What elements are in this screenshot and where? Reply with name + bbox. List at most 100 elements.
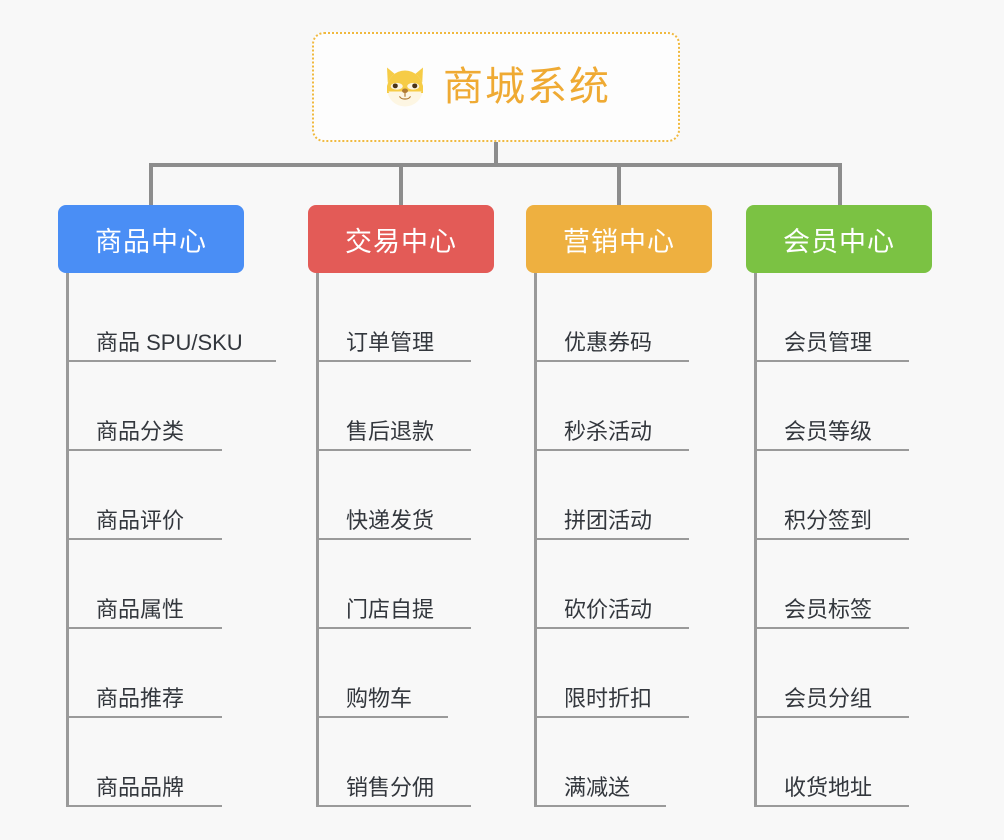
connector-drop-4 — [838, 163, 842, 207]
leaf-label: 会员管理 — [784, 329, 873, 355]
leaf-item[interactable]: 限时折扣 — [526, 629, 712, 718]
connector-drop-3 — [617, 163, 621, 207]
category-header-1[interactable]: 商品中心 — [58, 205, 244, 273]
leaf-item[interactable]: 收货地址 — [746, 718, 932, 807]
leaf-label: 订单管理 — [346, 329, 435, 355]
leaf-label: 收货地址 — [784, 774, 873, 800]
leaf-underline — [66, 805, 222, 807]
category-header-2[interactable]: 交易中心 — [308, 205, 494, 273]
leaf-label: 商品品牌 — [96, 774, 185, 800]
leaf-underline — [316, 449, 471, 451]
leaf-underline — [316, 538, 471, 540]
leaf-underline — [754, 538, 909, 540]
branch-column-2: 交易中心 订单管理 售后退款 快递发货 门店自提 购物车 — [308, 205, 494, 807]
leaf-underline — [534, 627, 689, 629]
leaf-list-1: 商品 SPU/SKU 商品分类 商品评价 商品属性 商品推荐 商品品牌 — [58, 273, 276, 807]
leaf-label: 拼团活动 — [564, 507, 653, 533]
leaf-label: 商品属性 — [96, 596, 185, 622]
leaf-label: 会员分组 — [784, 685, 873, 711]
leaf-underline — [316, 360, 471, 362]
leaf-underline — [534, 449, 689, 451]
category-title-1: 商品中心 — [95, 226, 207, 257]
leaf-underline — [754, 449, 909, 451]
branch-spine-4 — [754, 273, 757, 807]
leaf-item[interactable]: 售后退款 — [308, 362, 494, 451]
leaf-label: 优惠券码 — [564, 329, 653, 355]
connector-drop-2 — [399, 163, 403, 207]
leaf-label: 砍价活动 — [564, 596, 653, 622]
leaf-label: 销售分佣 — [346, 774, 435, 800]
category-title-3: 营销中心 — [563, 226, 675, 257]
root-node[interactable]: 商城系统 — [312, 32, 680, 142]
branch-column-1: 商品中心 商品 SPU/SKU 商品分类 商品评价 商品属性 商品推荐 — [58, 205, 276, 807]
leaf-item[interactable]: 会员管理 — [746, 273, 932, 362]
leaf-underline — [316, 627, 471, 629]
category-header-4[interactable]: 会员中心 — [746, 205, 932, 273]
leaf-item[interactable]: 商品分类 — [58, 362, 244, 451]
branch-spine-1 — [66, 273, 69, 807]
branch-column-3: 营销中心 优惠券码 秒杀活动 拼团活动 砍价活动 限时折扣 — [526, 205, 712, 807]
leaf-label: 商品推荐 — [96, 685, 185, 711]
leaf-underline — [754, 716, 909, 718]
leaf-item[interactable]: 积分签到 — [746, 451, 932, 540]
leaf-underline — [66, 538, 222, 540]
connector-root-stem — [494, 142, 498, 165]
leaf-list-3: 优惠券码 秒杀活动 拼团活动 砍价活动 限时折扣 满减送 — [526, 273, 712, 807]
leaf-underline — [754, 805, 909, 807]
leaf-item[interactable]: 砍价活动 — [526, 540, 712, 629]
leaf-underline — [534, 805, 666, 807]
leaf-label: 商品 SPU/SKU — [96, 329, 243, 355]
leaf-label: 商品评价 — [96, 507, 185, 533]
leaf-item[interactable]: 门店自提 — [308, 540, 494, 629]
leaf-underline — [754, 360, 909, 362]
leaf-label: 秒杀活动 — [564, 418, 653, 444]
leaf-underline — [66, 449, 222, 451]
leaf-underline — [66, 627, 222, 629]
leaf-underline — [534, 716, 689, 718]
category-title-2: 交易中心 — [345, 226, 457, 257]
leaf-underline — [316, 805, 471, 807]
leaf-underline — [66, 716, 222, 718]
leaf-label: 售后退款 — [346, 418, 435, 444]
leaf-item[interactable]: 优惠券码 — [526, 273, 712, 362]
leaf-label: 商品分类 — [96, 418, 185, 444]
leaf-item[interactable]: 商品推荐 — [58, 629, 244, 718]
leaf-item[interactable]: 拼团活动 — [526, 451, 712, 540]
leaf-label: 满减送 — [564, 774, 631, 800]
leaf-item[interactable]: 商品 SPU/SKU — [58, 273, 276, 362]
category-header-3[interactable]: 营销中心 — [526, 205, 712, 273]
leaf-label: 会员标签 — [784, 596, 873, 622]
leaf-label: 积分签到 — [784, 507, 873, 533]
leaf-item[interactable]: 商品属性 — [58, 540, 244, 629]
shiba-dog-icon — [387, 67, 423, 107]
leaf-item[interactable]: 会员分组 — [746, 629, 932, 718]
leaf-underline — [534, 360, 689, 362]
leaf-underline — [534, 538, 689, 540]
category-title-4: 会员中心 — [783, 226, 895, 257]
root-title: 商城系统 — [443, 65, 611, 109]
leaf-label: 限时折扣 — [564, 685, 653, 711]
branch-spine-3 — [534, 273, 537, 807]
leaf-item[interactable]: 购物车 — [308, 629, 494, 718]
leaf-item[interactable]: 会员等级 — [746, 362, 932, 451]
leaf-item[interactable]: 快递发货 — [308, 451, 494, 540]
leaf-label: 会员等级 — [784, 418, 873, 444]
leaf-item[interactable]: 销售分佣 — [308, 718, 494, 807]
leaf-underline — [66, 360, 276, 362]
leaf-underline — [754, 627, 909, 629]
leaf-list-2: 订单管理 售后退款 快递发货 门店自提 购物车 销售分佣 — [308, 273, 494, 807]
leaf-item[interactable]: 商品评价 — [58, 451, 244, 540]
leaf-label: 门店自提 — [346, 596, 435, 622]
leaf-item[interactable]: 商品品牌 — [58, 718, 244, 807]
leaf-item[interactable]: 订单管理 — [308, 273, 494, 362]
connector-horizontal-bus — [149, 163, 842, 167]
branch-column-4: 会员中心 会员管理 会员等级 积分签到 会员标签 会员分组 — [746, 205, 932, 807]
leaf-item[interactable]: 满减送 — [526, 718, 712, 807]
leaf-list-4: 会员管理 会员等级 积分签到 会员标签 会员分组 收货地址 — [746, 273, 932, 807]
leaf-underline — [316, 716, 448, 718]
leaf-item[interactable]: 秒杀活动 — [526, 362, 712, 451]
connector-drop-1 — [149, 163, 153, 207]
leaf-item[interactable]: 会员标签 — [746, 540, 932, 629]
branch-spine-2 — [316, 273, 319, 807]
